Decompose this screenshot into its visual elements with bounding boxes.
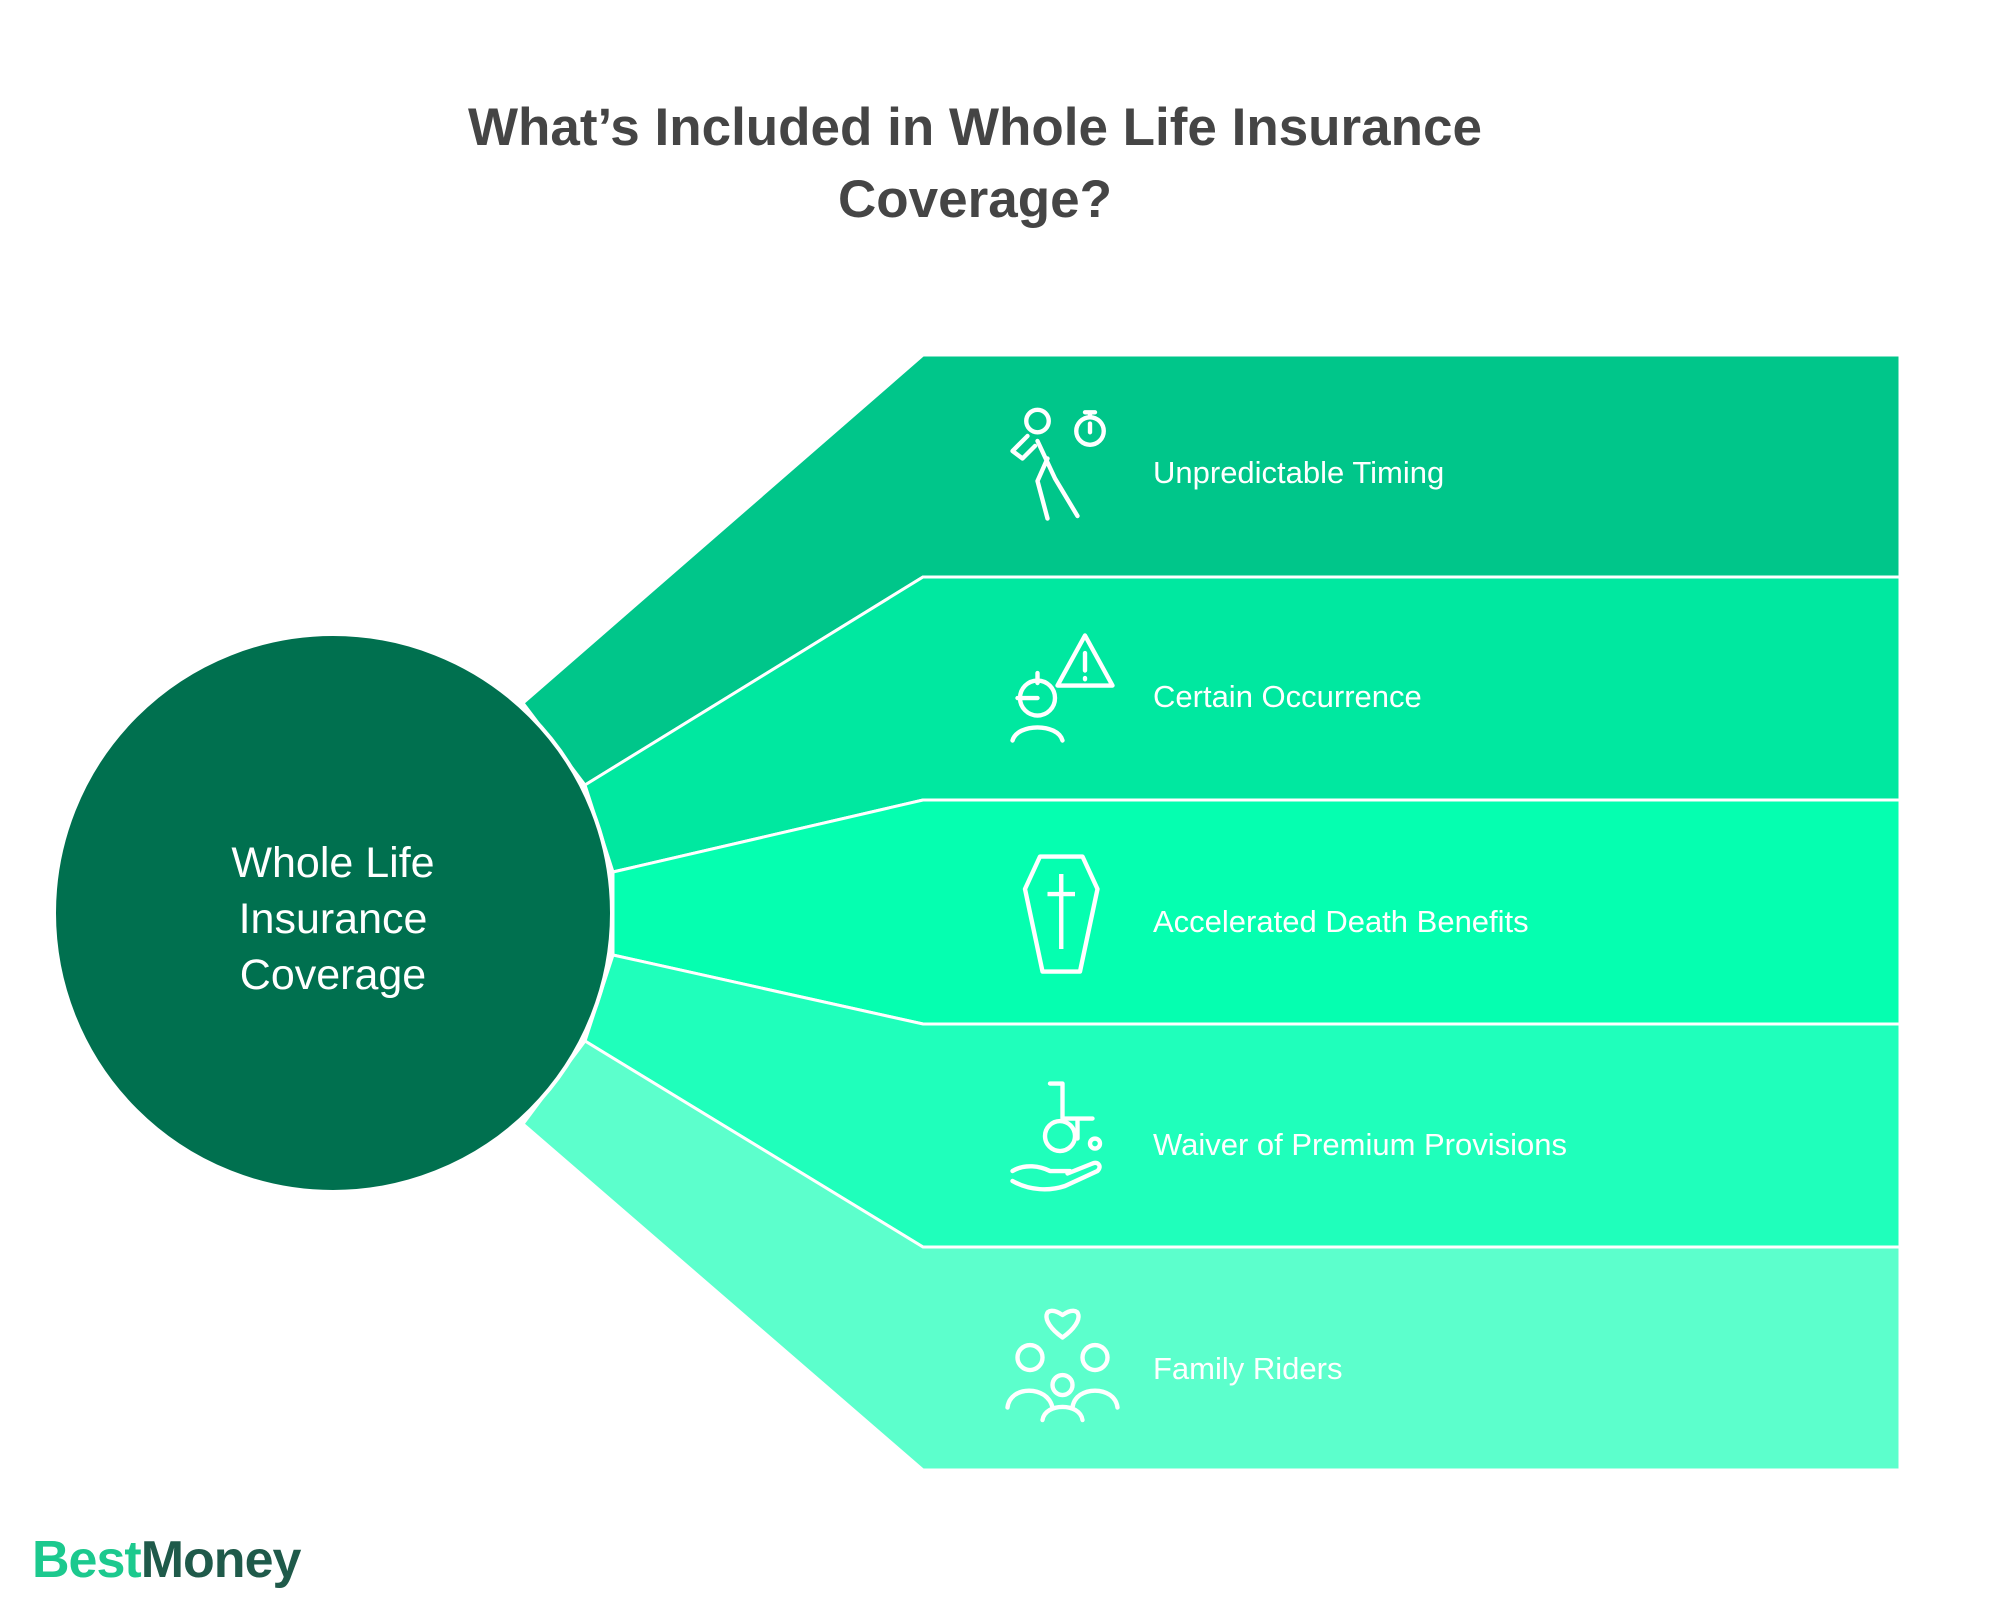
bestmoney-logo: BestMoney [32, 1530, 302, 1590]
center-line-3: Coverage [239, 951, 427, 999]
title-line-2: Coverage? [838, 170, 1112, 229]
page-title: What’s Included in Whole Life Insurance … [0, 92, 1950, 236]
center-label: Whole Life Insurance Coverage [133, 835, 533, 1003]
center-line-2: Insurance [238, 895, 428, 943]
hand-wheelchair-icon [1010, 1081, 1103, 1192]
center-line-1: Whole Life [231, 839, 435, 887]
item-label-family-riders: Family Riders [1153, 1351, 1343, 1386]
item-label-waiver-of-premium: Waiver of Premium Provisions [1153, 1127, 1568, 1162]
running-person-stopwatch-icon [1010, 407, 1106, 521]
family-heart-icon [1005, 1308, 1120, 1423]
logo-money: Money [140, 1531, 302, 1589]
item-label-unpredictable-timing: Unpredictable Timing [1153, 455, 1445, 490]
title-line-1: What’s Included in Whole Life Insurance [468, 98, 1482, 157]
item-label-accelerated-death-benefits: Accelerated Death Benefits [1153, 904, 1529, 939]
item-label-certain-occurrence: Certain Occurrence [1153, 679, 1422, 714]
person-warning-icon [1010, 633, 1115, 743]
center-circle [52, 632, 614, 1194]
band-family-riders [520, 1039, 1902, 1472]
coffin-icon [1022, 854, 1100, 974]
logo-best: Best [32, 1531, 142, 1589]
